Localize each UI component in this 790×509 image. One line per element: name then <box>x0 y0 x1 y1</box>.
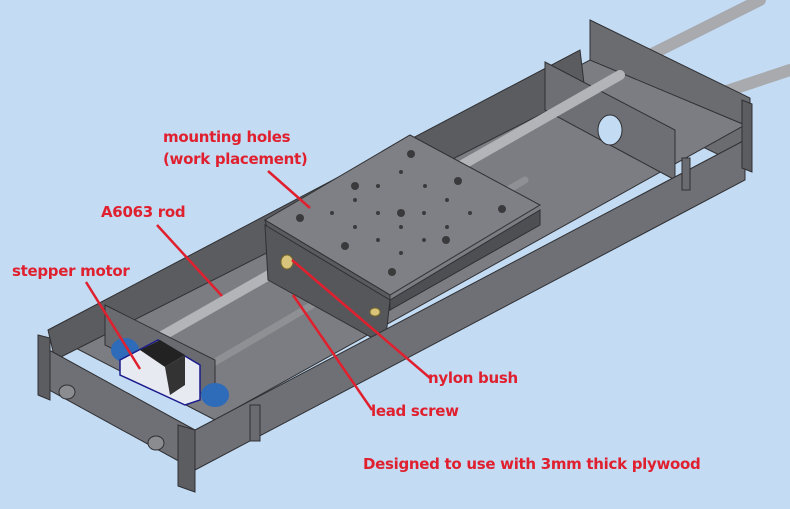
standoff <box>58 384 76 400</box>
design-note: Designed to use with 3mm thick plywood <box>363 455 701 473</box>
nylon-bush-2 <box>369 307 381 317</box>
label-stepper-motor: stepper motor <box>12 262 130 280</box>
front-end-flange <box>177 424 196 493</box>
label-rod: A6063 rod <box>101 203 186 221</box>
leader-lines <box>84 170 431 411</box>
tab-slot <box>681 157 691 191</box>
tab-slot <box>249 404 261 442</box>
stepper-motor <box>111 338 229 407</box>
mounting-holes <box>296 150 506 276</box>
nylon-bush <box>280 254 294 270</box>
label-work-placement: (work placement) <box>163 150 308 168</box>
carriage <box>264 134 542 346</box>
label-lead-screw: lead screw <box>371 402 459 420</box>
near-end-plate <box>37 334 51 401</box>
motor-mount-hole <box>597 114 623 146</box>
label-nylon-bush: nylon bush <box>428 369 518 387</box>
standoff <box>147 435 165 451</box>
label-mounting-holes: mounting holes <box>163 128 291 146</box>
right-end-flange <box>741 99 753 173</box>
